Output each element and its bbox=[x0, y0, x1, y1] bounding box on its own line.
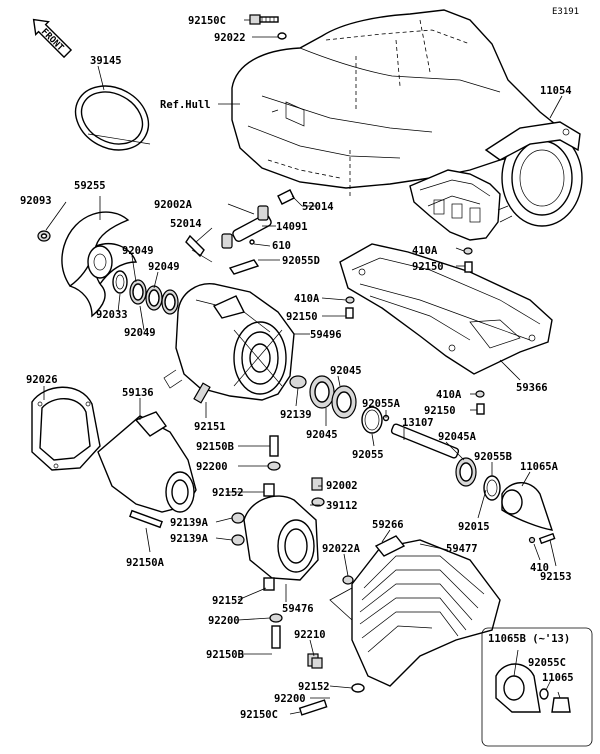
label-92015: 92015 bbox=[458, 521, 490, 533]
part-92026-gasket bbox=[31, 386, 101, 471]
part-11054-intake-grate bbox=[409, 121, 583, 241]
label-92200-b: 92200 bbox=[208, 615, 240, 627]
label-92055a: 92055A bbox=[362, 398, 401, 410]
seal-bearing-stack bbox=[112, 270, 179, 315]
label-92150b-b: 92150B bbox=[206, 649, 244, 661]
label-92045-b: 92045 bbox=[306, 429, 338, 441]
part-11065a-cap bbox=[501, 482, 556, 545]
label-14091: 14091 bbox=[276, 221, 308, 233]
label-92150-2: 92150 bbox=[286, 311, 318, 323]
label-410a-1: 410A bbox=[412, 245, 438, 257]
part-13107-shaft bbox=[390, 423, 501, 501]
label-92150-1: 92150 bbox=[412, 261, 444, 273]
diagram-code: E3191 bbox=[552, 7, 579, 17]
label-92045a: 92045A bbox=[438, 431, 477, 443]
label-92055d: 92055D bbox=[282, 255, 320, 267]
label-59496: 59496 bbox=[310, 329, 342, 341]
label-92150b-a: 92150B bbox=[196, 441, 234, 453]
label-92002: 92002 bbox=[326, 480, 358, 492]
label-92152-c: 92152 bbox=[298, 681, 330, 693]
label-39112: 39112 bbox=[326, 500, 358, 512]
label-ref-hull: Ref.Hull bbox=[160, 99, 211, 111]
part-59366-ride-plate bbox=[339, 243, 553, 375]
front-direction-arrow: FRONT bbox=[32, 18, 73, 59]
part-39145-ring bbox=[74, 85, 151, 151]
label-39145: 39145 bbox=[90, 55, 122, 67]
leader-lines bbox=[43, 19, 563, 715]
label-92152-a: 92152 bbox=[212, 487, 244, 499]
part-59136-nozzle bbox=[97, 411, 197, 529]
label-92139a-a: 92139A bbox=[170, 517, 209, 529]
label-92033: 92033 bbox=[96, 309, 128, 321]
label-92150c-bottom: 92150C bbox=[240, 709, 278, 721]
label-92150a: 92150A bbox=[126, 557, 165, 569]
label-92210: 92210 bbox=[294, 629, 326, 641]
label-92022a: 92022A bbox=[322, 543, 361, 555]
label-59255: 59255 bbox=[74, 180, 106, 192]
label-92139: 92139 bbox=[280, 409, 312, 421]
label-92150-3: 92150 bbox=[424, 405, 456, 417]
label-59476: 59476 bbox=[282, 603, 314, 615]
label-92152-b: 92152 bbox=[212, 595, 244, 607]
label-410a-2: 410A bbox=[294, 293, 320, 305]
label-11065a: 11065A bbox=[520, 461, 559, 473]
label-59477: 59477 bbox=[446, 543, 478, 555]
label-11065: 11065 bbox=[542, 672, 574, 684]
label-13107: 13107 bbox=[402, 417, 434, 429]
label-92200-a: 92200 bbox=[196, 461, 228, 473]
steering-linkage bbox=[185, 189, 303, 275]
label-92055b: 92055B bbox=[474, 451, 512, 463]
label-610: 610 bbox=[272, 240, 291, 252]
label-52014-left: 52014 bbox=[170, 218, 202, 230]
label-92151: 92151 bbox=[194, 421, 226, 433]
part-59255-impeller bbox=[37, 211, 138, 318]
part-59477-pump-cover bbox=[298, 535, 501, 716]
label-92045-a: 92045 bbox=[330, 365, 362, 377]
part-labels: 92150C 92022 39145 Ref.Hull 11054 59255 … bbox=[20, 15, 574, 721]
label-11054: 11054 bbox=[540, 85, 572, 97]
label-92055c: 92055C bbox=[528, 657, 566, 669]
label-92139a-b: 92139A bbox=[170, 533, 209, 545]
stator-bearing-set bbox=[289, 375, 390, 434]
label-59366: 59366 bbox=[516, 382, 548, 394]
label-11065b: 11065B (~'13) bbox=[488, 633, 570, 645]
label-92093: 92093 bbox=[20, 195, 52, 207]
label-92150c-top: 92150C bbox=[188, 15, 226, 27]
label-52014-right: 52014 bbox=[302, 201, 334, 213]
bolt-92150c-top bbox=[249, 14, 287, 40]
label-92022: 92022 bbox=[214, 32, 246, 44]
label-92049-b: 92049 bbox=[148, 261, 180, 273]
label-92049-a: 92049 bbox=[122, 245, 154, 257]
part-59476-steering-nozzle bbox=[231, 435, 325, 667]
label-92153: 92153 bbox=[540, 571, 572, 583]
inset-box-11065b bbox=[481, 627, 593, 747]
label-410: 410 bbox=[530, 562, 549, 574]
label-92026: 92026 bbox=[26, 374, 58, 386]
label-59136: 59136 bbox=[122, 387, 154, 399]
part-59496-pump-housing bbox=[163, 283, 295, 404]
label-59266: 59266 bbox=[372, 519, 404, 531]
label-92002a: 92002A bbox=[154, 199, 193, 211]
label-92055: 92055 bbox=[352, 449, 384, 461]
label-410a-3: 410A bbox=[436, 389, 462, 401]
label-92200-c: 92200 bbox=[274, 693, 306, 705]
label-92049-c: 92049 bbox=[124, 327, 156, 339]
